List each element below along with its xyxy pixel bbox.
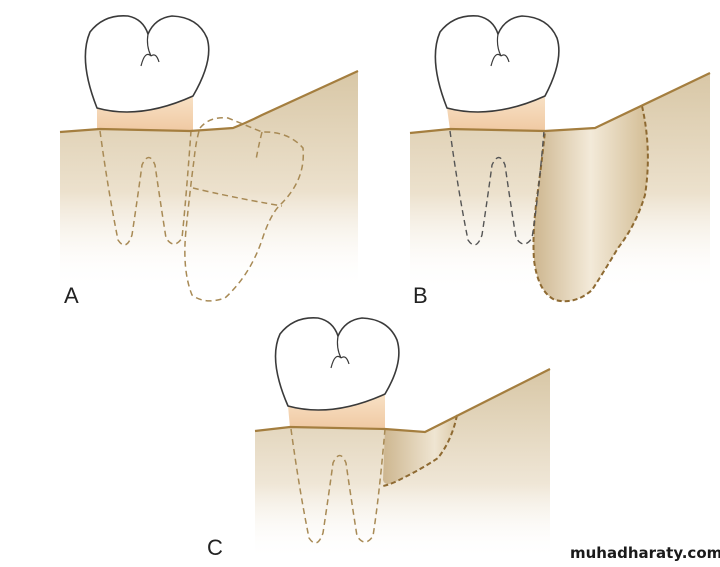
- gum-line: [59, 70, 359, 134]
- tooth-neck: [447, 95, 545, 131]
- panel-label-b: B: [413, 283, 428, 308]
- impacted-tooth-outline: [184, 116, 305, 302]
- impacted-cusp-line: [255, 131, 263, 161]
- tooth-roots: [99, 130, 192, 246]
- panel-b: B: [409, 15, 711, 308]
- tooth-neck: [288, 393, 385, 429]
- bone-defect: [383, 415, 457, 485]
- tooth-roots: [449, 130, 545, 246]
- watermark-text: muhadharaty.com: [570, 544, 720, 562]
- panel-label-c: C: [207, 535, 223, 560]
- gum-line: [254, 368, 551, 434]
- bone-defect-outline: [382, 414, 458, 487]
- bone-defect: [533, 106, 648, 302]
- impacted-crown-line: [192, 187, 283, 207]
- tooth-crown: [274, 317, 400, 411]
- panel-a: A: [59, 15, 359, 308]
- crown-fissure: [490, 33, 510, 67]
- crown-fissure: [140, 33, 160, 67]
- tooth-roots: [290, 428, 386, 544]
- tooth-crown: [84, 15, 210, 113]
- crown-fissure: [330, 335, 350, 369]
- panel-label-a: A: [64, 283, 79, 308]
- panel-c: C: [207, 317, 551, 560]
- gum-line: [409, 72, 711, 135]
- tooth-crown: [434, 15, 560, 113]
- alveolar-bone: [60, 71, 358, 290]
